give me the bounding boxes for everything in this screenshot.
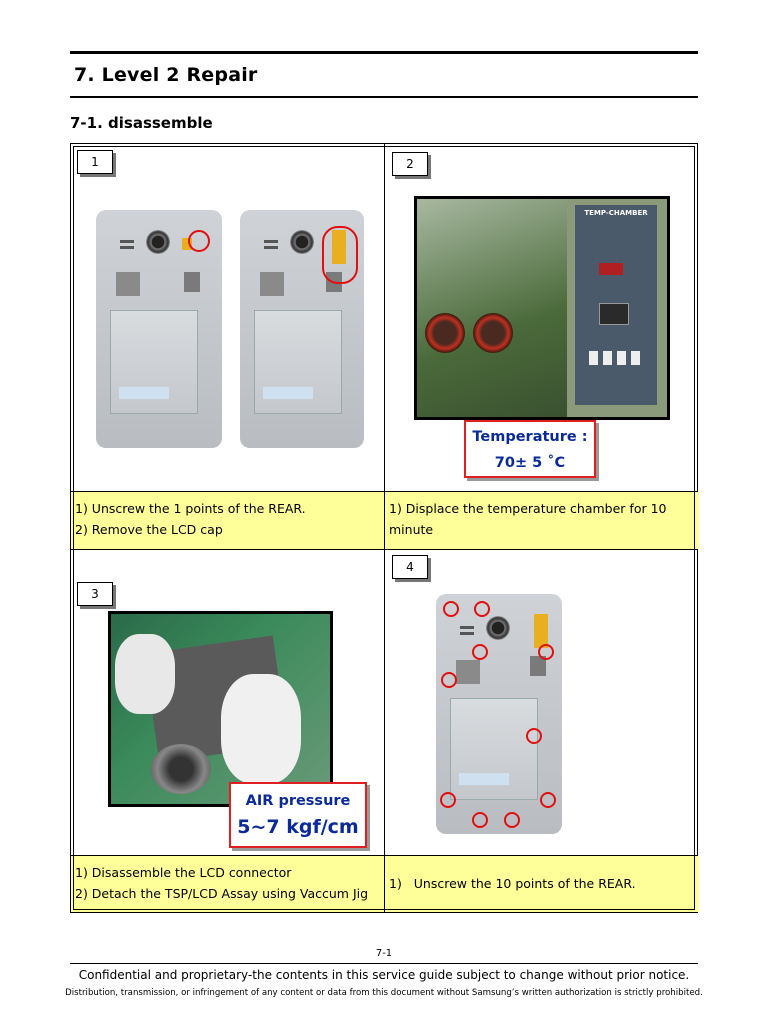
screw-marker xyxy=(441,672,457,688)
row-divider xyxy=(71,855,697,856)
caption-line: 2) Detach the TSP/LCD Assay using Vaccum… xyxy=(75,886,369,901)
switch xyxy=(631,351,640,365)
switch xyxy=(617,351,626,365)
battery xyxy=(110,310,198,414)
screw-marker xyxy=(188,230,210,252)
step-4-number: 4 xyxy=(392,555,428,579)
lcd-cap xyxy=(182,238,192,250)
temperature-chamber-photo: TEMP-CHAMBER xyxy=(414,196,670,420)
caption-line: 1) Unscrew the 10 points of the REAR. xyxy=(389,876,636,891)
sd-slot xyxy=(184,272,200,292)
sim-slot xyxy=(260,272,284,296)
display-red xyxy=(599,263,623,275)
phone-rear-photo-cap-removed xyxy=(240,210,364,448)
phone-screws-photo xyxy=(436,594,562,834)
page-title: 7. Level 2 Repair xyxy=(74,64,258,86)
step-4-cell: 4 xyxy=(385,550,699,855)
chamber-port xyxy=(425,313,465,353)
screw-marker xyxy=(443,601,459,617)
screw-marker xyxy=(526,728,542,744)
step-1-caption: 1) Unscrew the 1 points of the REAR. 2) … xyxy=(71,492,384,549)
step-3-caption: 1) Disassemble the LCD connector 2) Deta… xyxy=(71,856,384,912)
camera-lens xyxy=(146,230,170,254)
battery-label xyxy=(263,387,313,399)
air-pressure-label: AIR pressure xyxy=(245,793,351,809)
switch xyxy=(603,351,612,365)
chamber-door xyxy=(417,199,567,417)
step-4-caption: 1) Unscrew the 10 points of the REAR. xyxy=(385,856,699,912)
vacuum-jig-photo xyxy=(108,611,333,807)
temperature-display xyxy=(599,303,629,325)
footer-notice: Confidential and proprietary-the content… xyxy=(78,968,690,982)
air-pressure-value: 5~7 kgf/cm xyxy=(237,816,359,838)
chamber-control-panel: TEMP-CHAMBER xyxy=(575,205,657,405)
flash-mark xyxy=(264,240,278,243)
gloved-hand xyxy=(221,674,301,784)
air-pressure-box: AIR pressure 5~7 kgf/cm xyxy=(229,782,367,848)
screw-marker xyxy=(472,644,488,660)
column-divider xyxy=(384,144,385,912)
camera-lens xyxy=(290,230,314,254)
footer-legal: Distribution, transmission, or infringem… xyxy=(65,988,703,998)
caption-line: 1) Displace the temperature chamber for … xyxy=(389,501,667,537)
temperature-label: Temperature : xyxy=(472,429,588,445)
sim-slot xyxy=(116,272,140,296)
step-1-cell: 1 xyxy=(71,144,384,491)
temperature-box: Temperature : 70± 5 ˚C xyxy=(464,420,596,478)
flash-mark xyxy=(460,632,474,635)
lcd-connector xyxy=(534,614,548,648)
sd-slot xyxy=(530,656,546,676)
camera-lens xyxy=(486,616,510,640)
page-number: 7-1 xyxy=(375,948,393,959)
step-2-cell: 2 TEMP-CHAMBER Temperature : 70± 5 ˚C xyxy=(385,144,699,491)
screw-marker xyxy=(472,812,488,828)
flash-mark xyxy=(264,246,278,249)
chamber-port xyxy=(473,313,513,353)
chamber-label: TEMP-CHAMBER xyxy=(584,209,648,217)
title-rule xyxy=(70,96,698,98)
step-2-caption: 1) Displace the temperature chamber for … xyxy=(385,492,699,549)
caption-line: 1) Unscrew the 1 points of the REAR. xyxy=(75,501,306,516)
screw-marker xyxy=(504,812,520,828)
screw-marker xyxy=(474,601,490,617)
phone-rear-photo xyxy=(96,210,222,448)
row-divider xyxy=(71,491,697,492)
switch xyxy=(589,351,598,365)
top-rule xyxy=(70,51,698,54)
screw-marker xyxy=(440,792,456,808)
footer-rule xyxy=(70,963,698,964)
caption-line: 2) Remove the LCD cap xyxy=(75,522,223,537)
screw-marker xyxy=(540,792,556,808)
step-2-number: 2 xyxy=(392,152,428,176)
step-3-cell: 3 AIR pressure 5~7 kgf/cm xyxy=(71,550,384,855)
gloved-hand xyxy=(115,634,175,714)
battery-label xyxy=(119,387,169,399)
battery xyxy=(254,310,342,414)
flash-mark xyxy=(460,626,474,629)
temperature-value: 70± 5 ˚C xyxy=(494,455,566,471)
flash-mark xyxy=(120,240,134,243)
sim-slot xyxy=(456,660,480,684)
steps-table: 1 2 xyxy=(70,143,699,913)
section-title: 7-1. disassemble xyxy=(70,114,213,132)
cap-removed-marker xyxy=(322,226,358,284)
row-divider xyxy=(71,549,697,550)
step-3-number: 3 xyxy=(77,582,113,606)
step-1-number: 1 xyxy=(77,150,113,174)
flash-mark xyxy=(120,246,134,249)
suction-cup xyxy=(151,744,211,794)
caption-line: 1) Disassemble the LCD connector xyxy=(75,865,292,880)
battery xyxy=(450,698,538,800)
screw-marker xyxy=(538,644,554,660)
battery-label xyxy=(459,773,509,785)
